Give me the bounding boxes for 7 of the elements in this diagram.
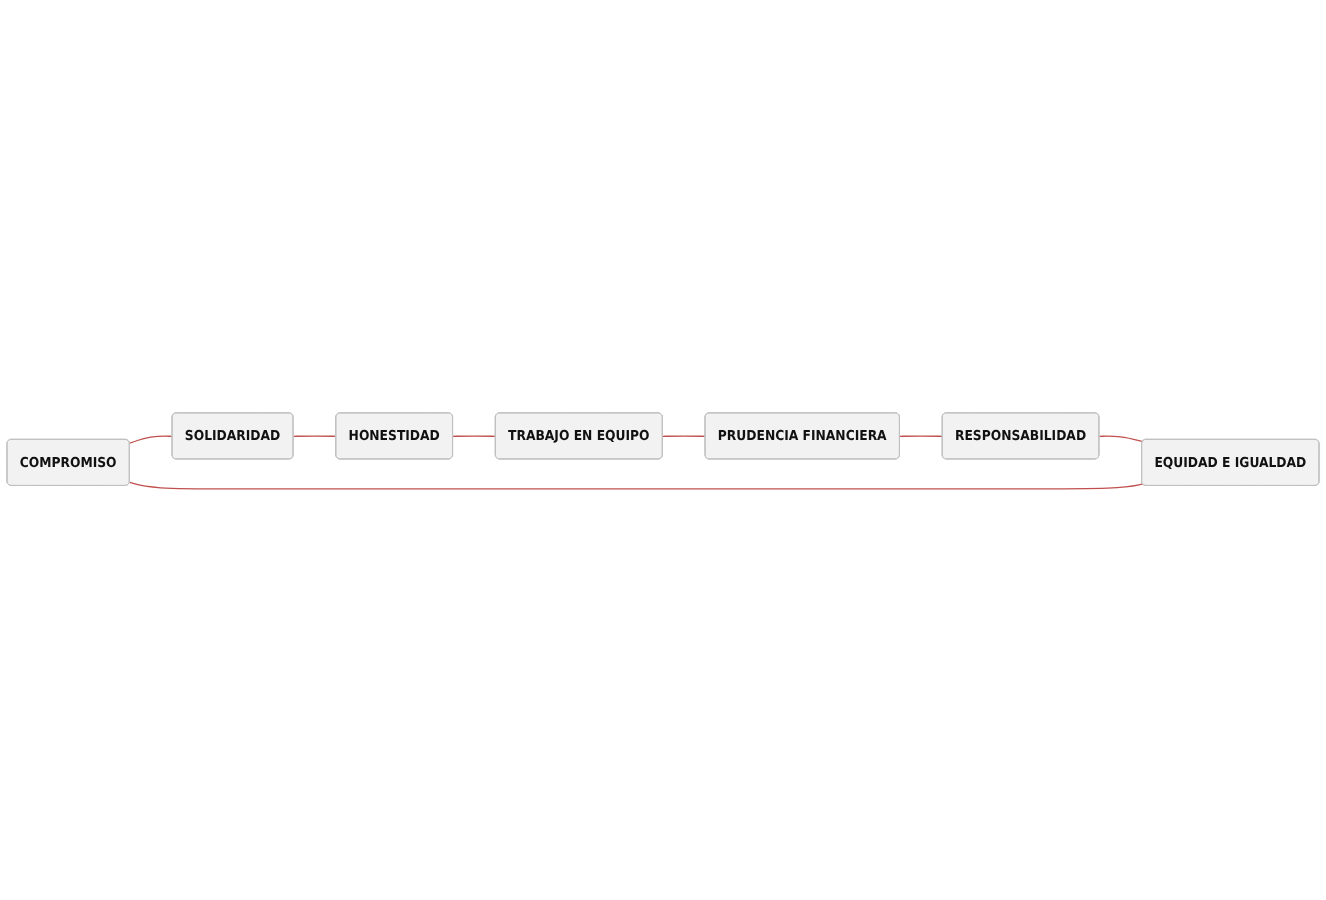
connector <box>129 434 174 443</box>
connector <box>1098 434 1144 442</box>
connector <box>129 480 1144 489</box>
connector <box>662 434 707 437</box>
connector <box>292 434 337 437</box>
connector <box>452 434 497 437</box>
connector <box>899 434 944 437</box>
